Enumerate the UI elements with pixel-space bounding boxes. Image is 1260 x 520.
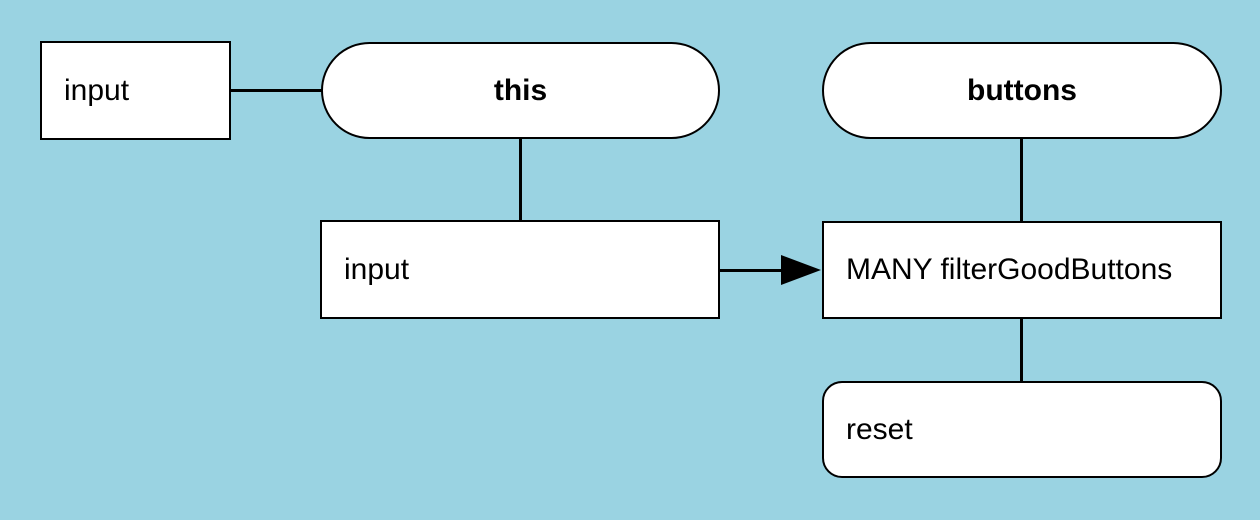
node-this-state-label: this (493, 73, 548, 107)
node-many-filter-good-buttons[interactable]: MANY filterGoodButtons (822, 221, 1222, 319)
node-input-source[interactable]: input (40, 41, 231, 140)
connector-manyfilter-reset (1020, 318, 1023, 382)
connector-buttons-manyfilter (1020, 138, 1023, 222)
node-many-filter-good-buttons-label: MANY filterGoodButtons (846, 253, 1173, 286)
node-input-source-label: input (64, 73, 130, 107)
connector-inputmid-manyfilter (720, 269, 782, 272)
connector-inputsource-this (230, 89, 322, 92)
connector-this-inputmid (519, 138, 522, 221)
arrowhead-right-icon (781, 255, 821, 285)
node-input-mid[interactable]: input (320, 220, 720, 319)
node-reset[interactable]: reset (822, 381, 1222, 478)
node-buttons-state[interactable]: buttons (822, 42, 1222, 139)
node-input-mid-label: input (344, 252, 410, 286)
node-buttons-state-label: buttons (967, 73, 1077, 107)
node-reset-label: reset (846, 412, 913, 446)
node-this-state[interactable]: this (321, 42, 720, 139)
